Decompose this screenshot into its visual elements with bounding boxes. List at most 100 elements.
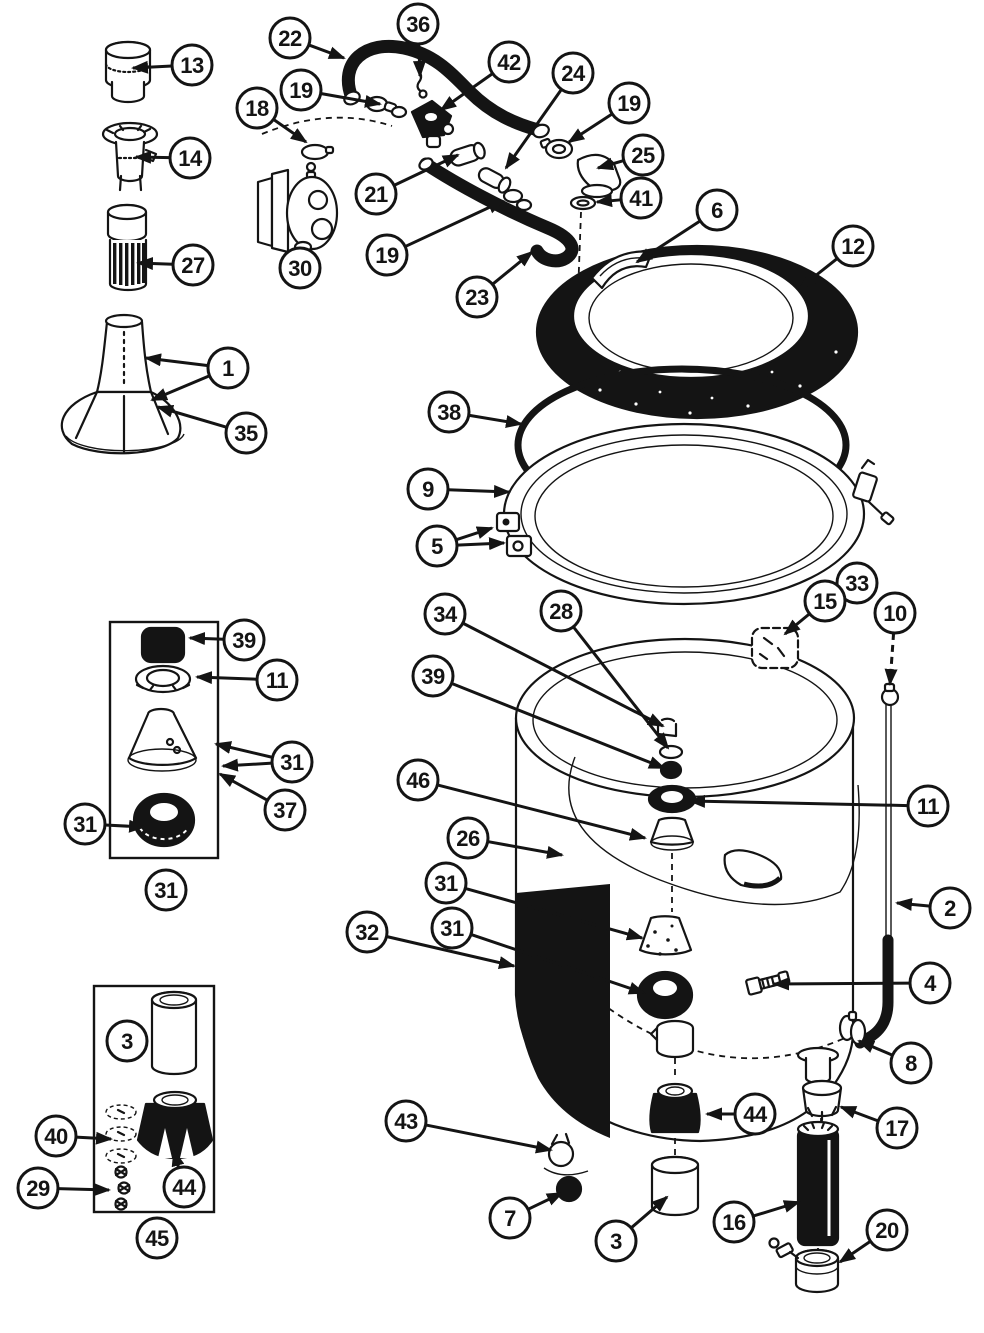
callout-37: 37	[218, 772, 307, 832]
callout-number-28: 28	[549, 599, 573, 624]
leader-arrow-31	[221, 758, 273, 772]
callout-circle-8	[889, 1041, 933, 1085]
callout-number-2: 2	[944, 896, 956, 921]
leader-arrow-43	[425, 1123, 553, 1154]
leader-arrow-31	[470, 932, 646, 995]
leader-arrow-27	[136, 257, 174, 271]
callout-circle-29	[16, 1166, 60, 1210]
callout-circle-23	[455, 275, 499, 319]
callout-number-43: 43	[394, 1109, 418, 1134]
kit-stem-parts	[105, 990, 214, 1211]
part-coupler-tube	[449, 141, 486, 167]
callout-17: 17	[839, 1105, 919, 1150]
callout-circle-44	[162, 1165, 206, 1209]
callout-number-31: 31	[434, 871, 458, 896]
callout-circle-33	[835, 561, 879, 605]
callout-2: 2	[895, 886, 972, 930]
leader-arrow-15	[783, 612, 811, 636]
leader-arrow-26	[487, 840, 564, 859]
callout-34: 34	[423, 592, 665, 728]
callout-circle-31	[270, 740, 314, 784]
leader-arrow-46	[437, 783, 647, 841]
callout-19: 19	[279, 68, 382, 112]
callout-number-25: 25	[631, 143, 655, 168]
leader-arrow-4	[772, 977, 911, 991]
leader-arrow-32	[386, 935, 516, 969]
callout-circle-35	[224, 411, 268, 455]
callout-number-23: 23	[465, 285, 489, 310]
callout-circle-19	[607, 81, 651, 125]
leader-arrow-14	[134, 150, 171, 164]
part-elbow-fitting	[576, 153, 622, 199]
callout-31: 31	[430, 906, 646, 995]
callout-circle-18	[235, 86, 279, 130]
callout-19: 19	[567, 81, 651, 144]
callout-circle-20	[865, 1208, 909, 1252]
leader-arrow-39	[451, 682, 666, 770]
leader-arrow-11	[688, 794, 909, 808]
callout-number-45: 45	[145, 1226, 169, 1251]
part-drain-plug	[555, 1175, 583, 1203]
leader-arrow-7	[527, 1191, 564, 1211]
callout-number-9: 9	[422, 477, 434, 502]
leader-arrow-41	[595, 194, 622, 208]
callout-circle-38	[427, 390, 471, 434]
part-tub-cover	[495, 422, 895, 606]
callout-circle-12	[831, 224, 875, 268]
callout-number-44: 44	[743, 1102, 768, 1127]
callout-circle-24	[551, 51, 595, 95]
callout-number-8: 8	[905, 1051, 917, 1076]
callout-number-36: 36	[406, 12, 430, 37]
callout-circle-9	[406, 467, 450, 511]
callout-circle-31	[424, 861, 468, 905]
callout-3: 3	[105, 1019, 149, 1063]
part-agitator	[60, 313, 185, 455]
callout-8: 8	[857, 1039, 933, 1085]
leader-arrow-13	[131, 60, 173, 74]
callout-number-21: 21	[364, 182, 388, 207]
part-damper-sleeve	[796, 1120, 840, 1254]
callout-19: 19	[365, 199, 505, 277]
leader-arrow-31	[214, 741, 273, 759]
callout-24: 24	[504, 51, 595, 170]
part-tub-front-band	[516, 884, 610, 1138]
callout-3: 3	[594, 1195, 669, 1263]
callout-number-33: 33	[845, 571, 869, 596]
callout-4: 4	[772, 961, 952, 1005]
callout-circle-42	[487, 40, 531, 84]
callout-number-11: 11	[266, 668, 289, 693]
callout-number-18: 18	[245, 96, 269, 121]
callout-number-35: 35	[234, 421, 258, 446]
leader-arrow-40	[75, 1131, 113, 1145]
callout-circle-1	[206, 346, 250, 390]
leader-arrow-23	[491, 250, 534, 286]
callout-42: 42	[439, 40, 531, 112]
callout-number-3: 3	[610, 1229, 622, 1254]
callout-11: 11	[195, 658, 299, 702]
callout-circle-32	[345, 910, 389, 954]
leader-arrow-37	[218, 772, 269, 802]
callout-circle-39	[222, 618, 266, 662]
callout-number-30: 30	[288, 256, 312, 281]
leader-arrow-8	[857, 1039, 894, 1057]
callout-circle-31	[63, 802, 107, 846]
callout-circle-44	[733, 1092, 777, 1136]
leader-arrow-39	[188, 632, 225, 646]
leader-arrow-2	[895, 897, 931, 911]
callout-28: 28	[539, 589, 670, 750]
callout-number-27: 27	[181, 253, 205, 278]
leader-arrow-38	[468, 413, 523, 428]
callout-32: 32	[345, 910, 516, 969]
callout-circle-3	[105, 1019, 149, 1063]
callout-12: 12	[798, 224, 875, 290]
callout-5: 5	[415, 524, 506, 568]
leader-arrow-34	[462, 621, 665, 728]
callout-14: 14	[134, 136, 212, 180]
leader-arrow-31	[464, 886, 644, 941]
leader-arrow-3	[630, 1195, 669, 1230]
leader-arrow-21	[393, 153, 460, 187]
callout-number-7: 7	[504, 1206, 516, 1231]
leader-arrow-20	[838, 1240, 872, 1264]
part-drive-rod	[854, 697, 894, 1049]
